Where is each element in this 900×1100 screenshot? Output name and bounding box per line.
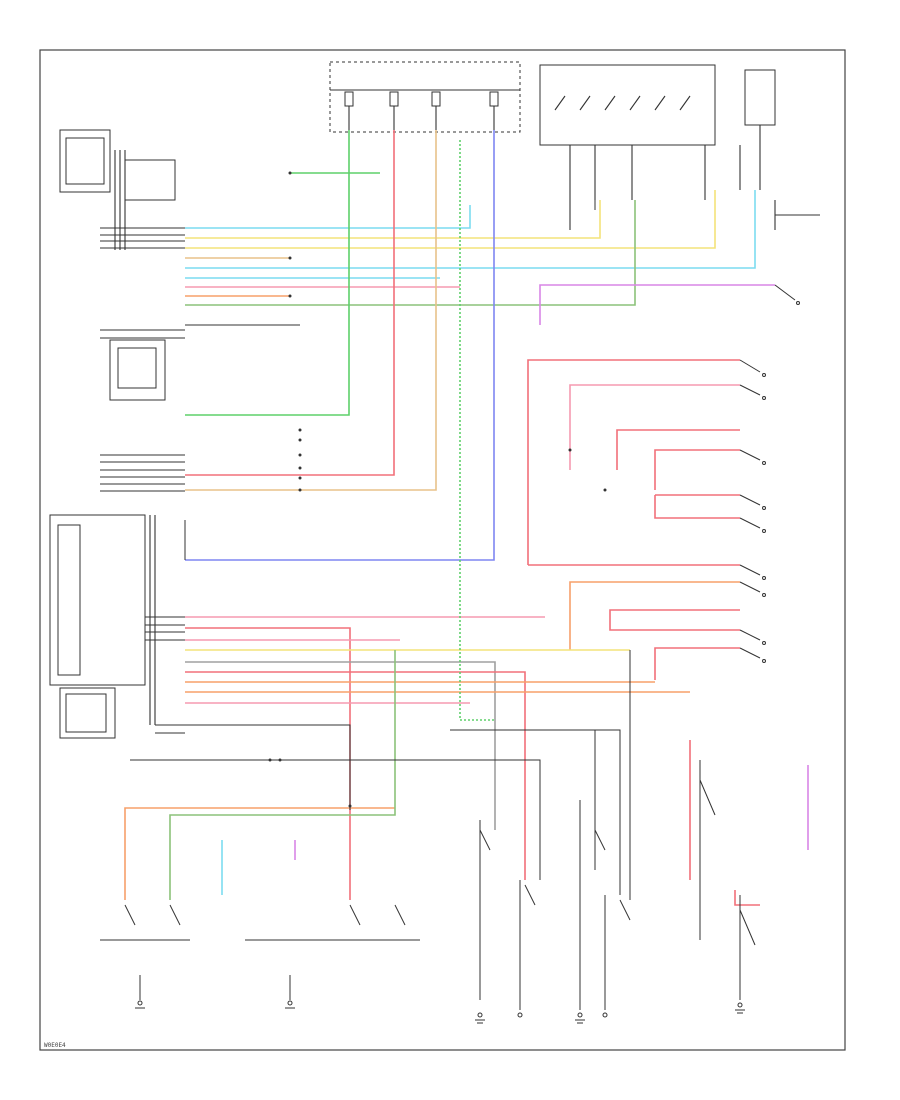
wire-cyan-2 xyxy=(185,190,756,269)
left-components xyxy=(49,129,176,739)
diagram-frame xyxy=(39,49,846,1051)
wire-pink-4 xyxy=(616,429,740,470)
wire-pink-17 xyxy=(734,890,760,906)
left-module-2 xyxy=(59,687,116,739)
left-module-1 xyxy=(49,514,146,686)
black-wires xyxy=(139,200,741,1010)
connector-rows xyxy=(100,227,300,761)
wire-dkgreen-1 xyxy=(185,200,636,306)
wire-lightgreen-dotted xyxy=(459,140,495,721)
diagram-code: W0E0E4 xyxy=(44,1042,66,1049)
wire-yellow-2 xyxy=(185,190,716,249)
wire-pink-3 xyxy=(569,384,740,470)
left-switch-1 xyxy=(59,129,111,193)
wire-violet-1 xyxy=(539,284,775,325)
wire-orange-2 xyxy=(569,581,740,650)
wire-red-15 xyxy=(185,671,526,880)
ground-symbols xyxy=(475,1009,745,1024)
colored-wires xyxy=(124,130,809,906)
wire-cyan-1 xyxy=(185,205,471,229)
wire-blue-main xyxy=(185,130,495,561)
fuse-block xyxy=(329,61,521,133)
wire-tan-main xyxy=(185,130,437,491)
wire-red-main xyxy=(185,130,395,476)
wire-gray-1 xyxy=(185,661,496,830)
right-switches xyxy=(739,284,800,663)
wire-pink-5 xyxy=(654,449,740,490)
wire-green-main xyxy=(185,130,350,416)
wire-orange-5 xyxy=(124,807,395,900)
fuse-3 xyxy=(431,91,441,130)
wire-yellow-1 xyxy=(185,200,601,239)
wire-pink-2 xyxy=(527,359,740,565)
bottom-components xyxy=(100,779,756,1018)
wire-red-11 xyxy=(654,647,740,680)
fuse-1 xyxy=(344,91,354,130)
relay-block xyxy=(539,64,820,230)
fuse-2 xyxy=(389,91,399,130)
left-switch-3 xyxy=(109,339,166,401)
connector-dots xyxy=(268,171,607,808)
wire-red-10 xyxy=(609,625,740,631)
wire-pink-9 xyxy=(609,609,740,625)
wire-pink-13 xyxy=(185,627,351,900)
left-switch-2 xyxy=(124,159,176,201)
wire-dkgreen-2 xyxy=(169,650,396,900)
wire-pink-7 xyxy=(654,495,740,519)
fuse-4 xyxy=(489,91,499,130)
